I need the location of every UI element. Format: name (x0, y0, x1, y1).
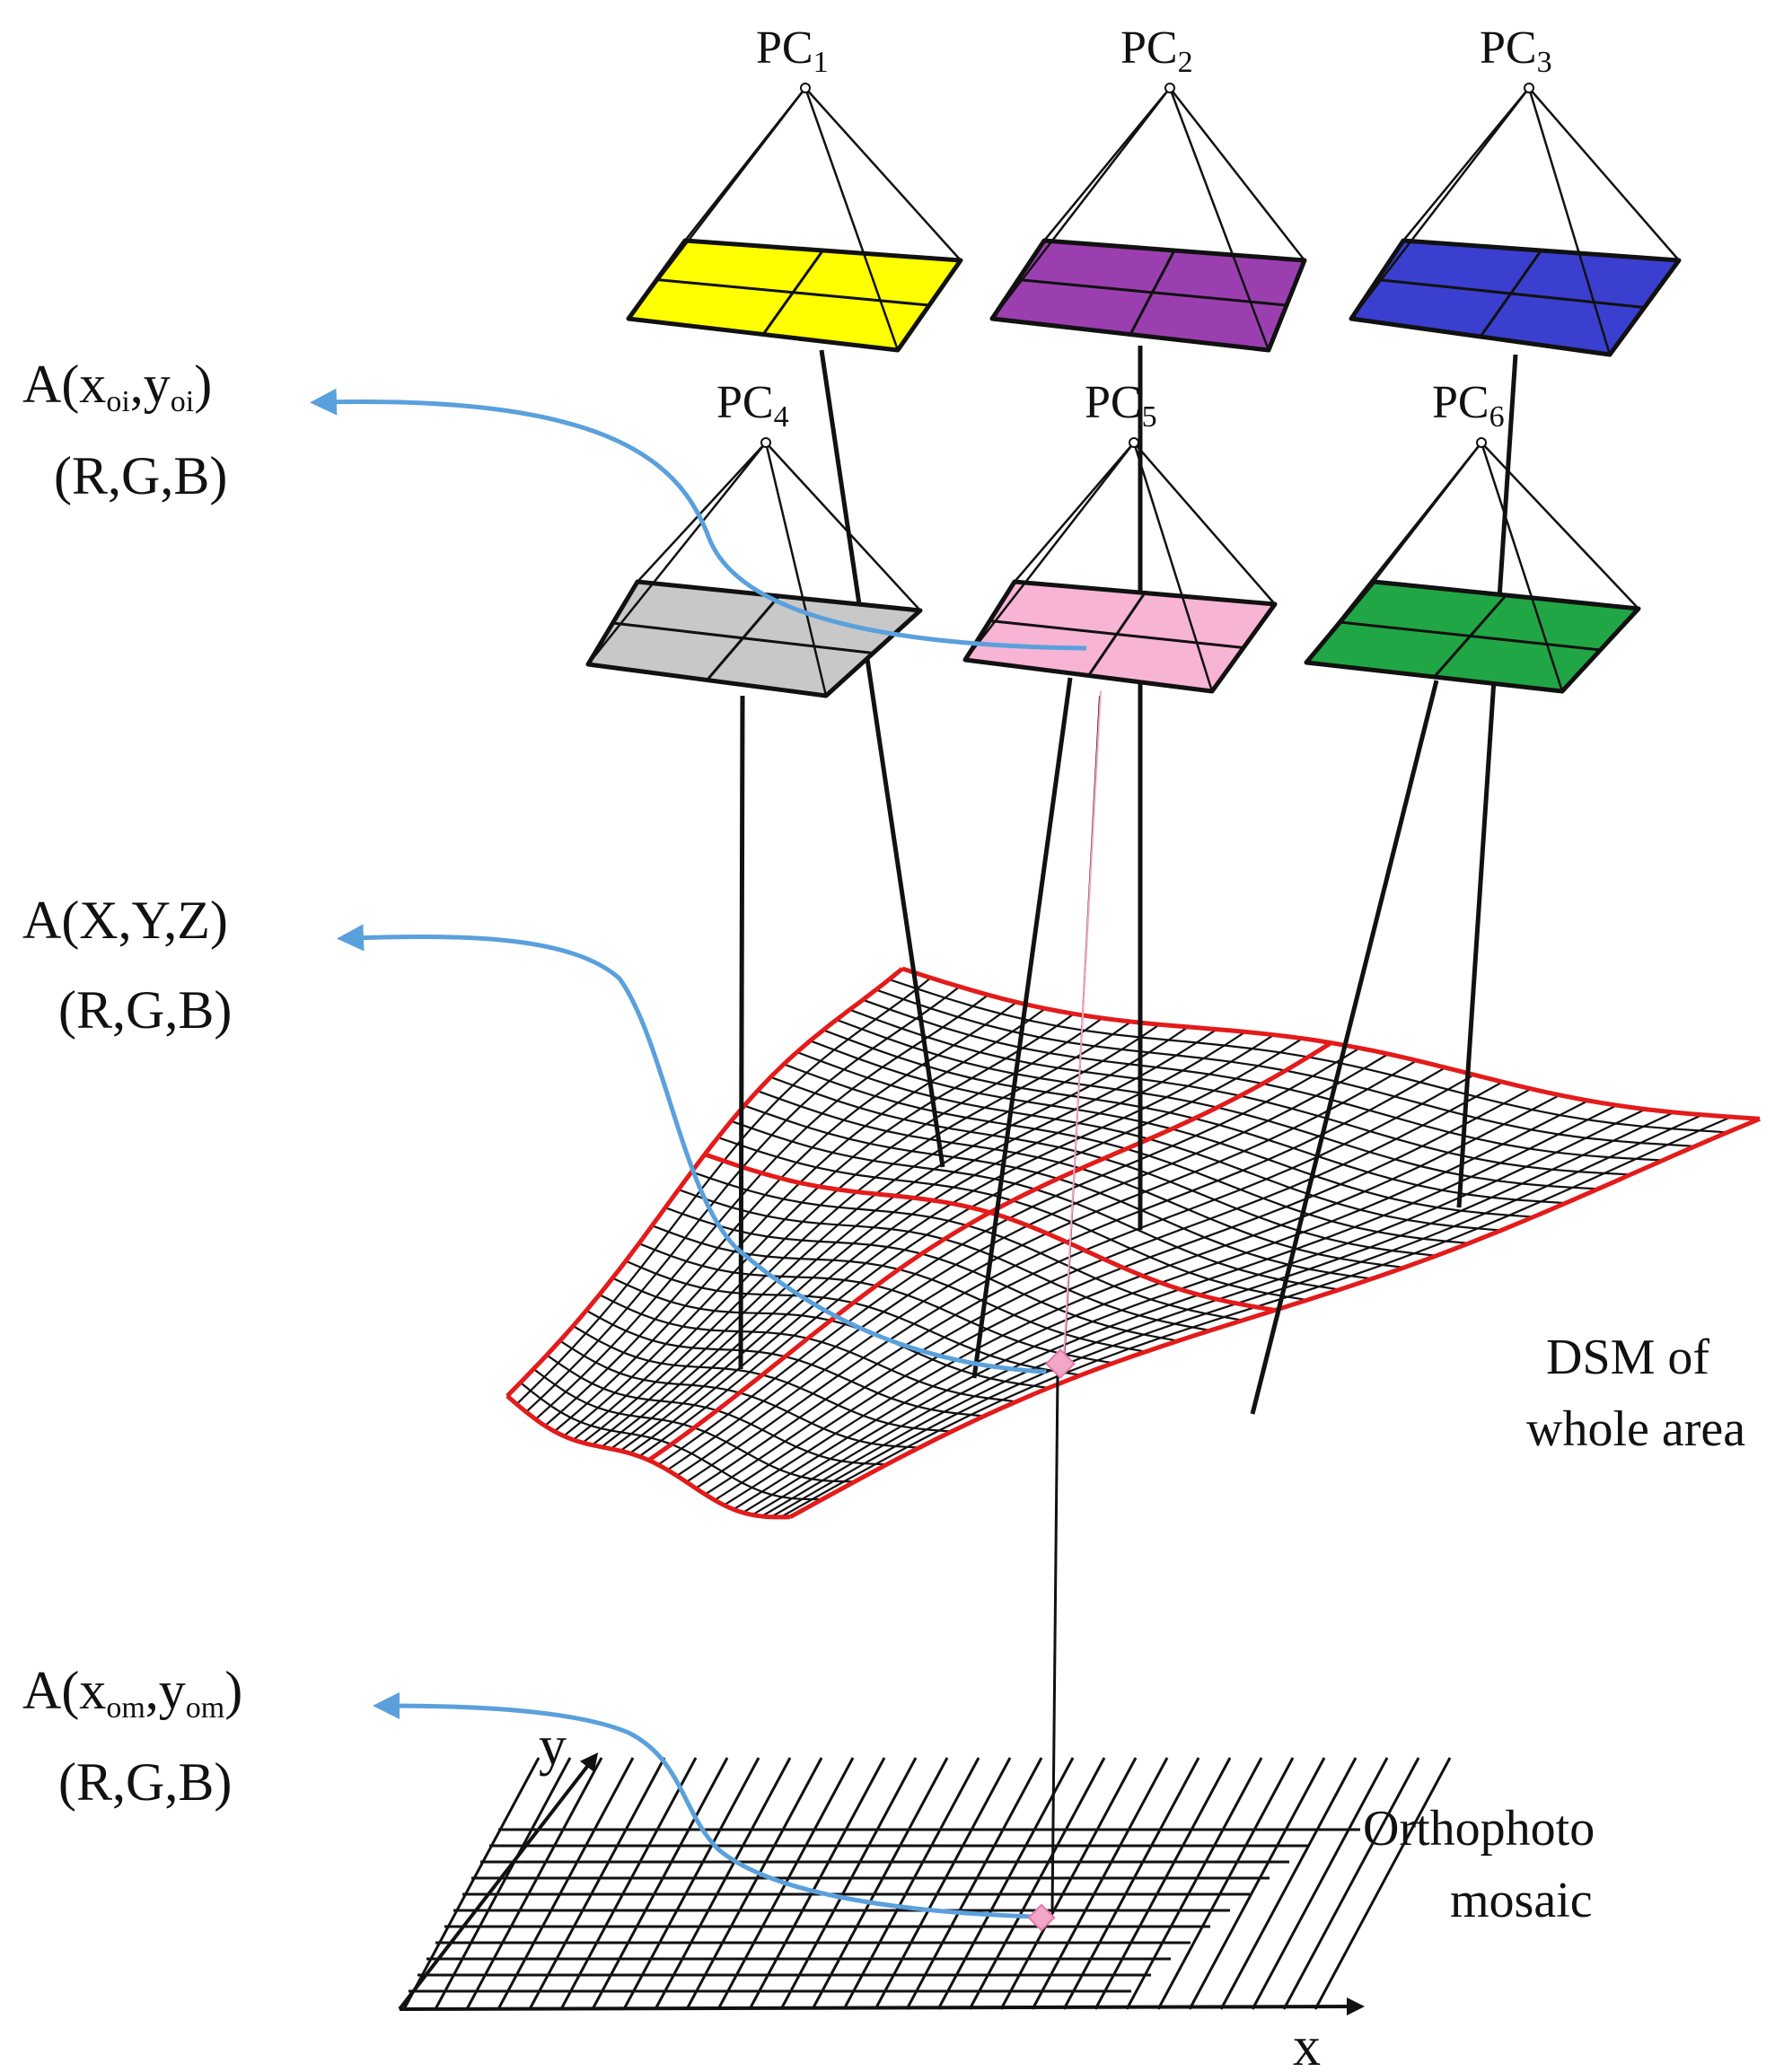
projection-ray (971, 677, 1073, 1379)
camera-label: PC5 (1085, 377, 1157, 434)
projection-center (1129, 437, 1139, 448)
ground-point-marker (1045, 1348, 1076, 1379)
projection-center (1524, 83, 1534, 93)
orthogonal-projection-line (1050, 1373, 1059, 1913)
svg-text:(R,G,B): (R,G,B) (54, 446, 227, 505)
camera-pc6: PC6 (1304, 377, 1641, 694)
svg-text:mosaic: mosaic (1450, 1873, 1593, 1928)
mosaic-point-label: A(xom,yom) (R,G,B) (22, 1661, 242, 1812)
svg-text:Orthophoto: Orthophoto (1363, 1801, 1595, 1857)
projection-center (1476, 437, 1487, 448)
projection-center (760, 437, 771, 448)
dsm-surface (505, 966, 1761, 1520)
svg-text:(R,G,B): (R,G,B) (58, 1752, 232, 1812)
orthophoto-label: Orthophoto mosaic (1329, 1801, 1595, 1928)
image-point-arrow (310, 388, 1087, 651)
image-plane (1349, 238, 1682, 357)
svg-text:whole area: whole area (1526, 1401, 1745, 1457)
svg-text:A(xom,yom): A(xom,yom) (22, 1661, 242, 1725)
x-axis-label: x (1293, 2016, 1321, 2072)
image-point-label: A(xoi,yoi) (R,G,B) (22, 355, 227, 505)
y-axis-label: y (539, 1716, 567, 1777)
camera-label: PC3 (1480, 22, 1552, 79)
camera-pc3: PC3 (1349, 22, 1682, 357)
projection-center (800, 83, 811, 93)
orthophoto-mosaic-grid (402, 1757, 1452, 2010)
mosaic-point-marker (1027, 1903, 1056, 1932)
camera-label: PC2 (1120, 22, 1193, 79)
camera-pc2: PC2 (989, 22, 1307, 353)
svg-text:DSM of: DSM of (1546, 1330, 1709, 1385)
camera-pc1: PC1 (626, 22, 963, 353)
svg-text:(R,G,B): (R,G,B) (58, 980, 232, 1040)
svg-text:A(X,Y,Z): A(X,Y,Z) (22, 891, 228, 950)
orthophoto-grid-lines (402, 1757, 1452, 2010)
image-plane (962, 579, 1278, 694)
camera-label: PC6 (1432, 377, 1505, 434)
projection-rays (738, 346, 1518, 1913)
dsm-patch-borders (505, 966, 1761, 1520)
image-plane (626, 238, 963, 353)
camera-pc5: PC5 (962, 377, 1278, 694)
camera-pc4: PC4 (585, 377, 923, 698)
projection-ray (1456, 354, 1518, 1208)
projection-ray (819, 349, 945, 1168)
mosaic-point-arrow (373, 1692, 1038, 1919)
ground-point-arrow (337, 924, 1047, 1374)
mosaic-axes: x y (398, 1716, 1365, 2072)
camera-label: PC1 (756, 22, 829, 79)
dsm-label: DSM of whole area (1526, 1330, 1745, 1457)
projection-ray (738, 695, 745, 1370)
pink-ray (1063, 690, 1102, 1356)
ground-point-label: A(X,Y,Z) (R,G,B) (22, 891, 232, 1040)
projection-ray (1250, 680, 1439, 1415)
camera-label: PC4 (716, 377, 789, 434)
projection-center (1164, 83, 1175, 93)
svg-text:A(xoi,yoi): A(xoi,yoi) (22, 355, 212, 418)
